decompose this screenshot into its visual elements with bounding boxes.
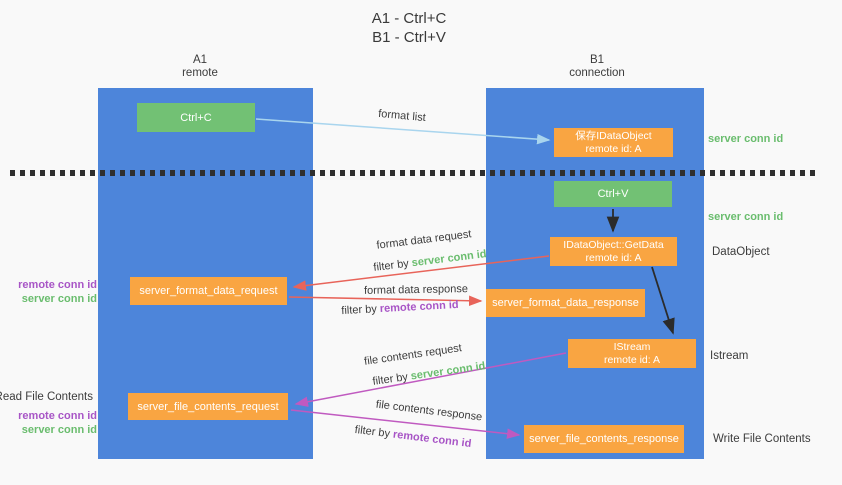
title-line-2: B1 - Ctrl+V	[372, 29, 446, 46]
format-data-response-label: format data response	[363, 283, 469, 297]
server-format-data-request-label: server_format_data_request	[139, 285, 278, 297]
server-file-contents-response-box: server_file_contents_response	[524, 425, 684, 453]
diagram-title: A1 - Ctrl+C B1 - Ctrl+V	[372, 9, 447, 47]
server-file-contents-request-label: server_file_contents_request	[137, 400, 279, 413]
ctrl-c-box: Ctrl+C	[137, 103, 255, 132]
file-contents-request-label: file contents request	[363, 342, 463, 368]
remote-conn-id-annotation: remote conn id	[18, 279, 97, 291]
server-file-contents-request-box: server_file_contents_request	[128, 393, 288, 420]
remote-conn-id-key: remote conn id	[392, 428, 472, 451]
server-file-contents-response-label: server_file_contents_response	[529, 433, 679, 445]
server-conn-id-annotation: server conn id	[21, 293, 97, 305]
left-conn-ids-top: remote conn id server conn id	[18, 278, 97, 306]
istream-line2: remote id: A	[603, 353, 661, 366]
left-conn-ids-bottom: remote conn id server conn id	[18, 409, 97, 437]
column-a-header: A1 remote	[182, 54, 218, 80]
server-format-data-request-box: server_format_data_request	[130, 277, 287, 305]
istream-side-label: Istream	[710, 350, 749, 362]
getdata-line1: IDataObject::GetData	[563, 238, 664, 251]
format-list-label: format list	[377, 107, 427, 125]
right-server-conn-id-1: server conn id	[708, 133, 784, 145]
file-contents-response-label: file contents response	[375, 398, 483, 424]
getdata-line2: remote id: A	[585, 251, 642, 264]
server-format-data-response-label: server_format_data_response	[492, 297, 639, 309]
divider-dashed-line	[10, 170, 820, 176]
filter-by-remote-conn-id-label-1: filter by remote conn id	[341, 299, 459, 317]
server-conn-id-key: server conn id	[411, 248, 488, 270]
istream-line1: IStream	[613, 340, 651, 353]
filter-by-remote-conn-id-label-2: filter by remote conn id	[354, 424, 472, 450]
ctrl-c-label: Ctrl+C	[180, 111, 212, 124]
column-b-header: B1 connection	[569, 54, 625, 80]
column-b-id: B1	[589, 54, 605, 66]
remote-conn-id-annotation: remote conn id	[18, 410, 97, 422]
filter-by-text: filter by	[371, 370, 412, 388]
write-file-contents-label: Write File Contents	[713, 433, 811, 445]
column-a-id: A1	[192, 54, 208, 66]
save-idataobject-line1: 保存IDataObject	[575, 129, 652, 142]
server-conn-id-key: server conn id	[409, 360, 487, 383]
filter-by-text: filter by	[372, 257, 413, 274]
server-format-data-response-box: server_format_data_response	[486, 289, 645, 317]
istream-box: IStream remote id: A	[568, 339, 696, 368]
format-data-request-label: format data request	[375, 228, 473, 252]
filter-by-text: filter by	[341, 303, 381, 318]
server-conn-id-annotation: server conn id	[21, 424, 97, 436]
dataobject-label: DataObject	[712, 246, 770, 258]
filter-by-text: filter by	[354, 423, 394, 441]
column-a-role: remote	[182, 67, 218, 79]
getdata-box: IDataObject::GetData remote id: A	[550, 237, 677, 266]
title-line-1: A1 - Ctrl+C	[371, 10, 447, 27]
save-idataobject-line2: remote id: A	[585, 142, 642, 155]
ctrl-v-box: Ctrl+V	[554, 181, 672, 207]
remote-conn-id-key: remote conn id	[379, 298, 459, 316]
filter-by-server-conn-id-label-1: filter by server conn id	[373, 248, 487, 274]
read-file-contents-label: Read File Contents	[0, 391, 93, 403]
ctrl-v-label: Ctrl+V	[597, 188, 629, 200]
right-server-conn-id-2: server conn id	[708, 211, 784, 223]
save-idataobject-box: 保存IDataObject remote id: A	[554, 128, 673, 157]
column-b-role: connection	[569, 67, 625, 79]
